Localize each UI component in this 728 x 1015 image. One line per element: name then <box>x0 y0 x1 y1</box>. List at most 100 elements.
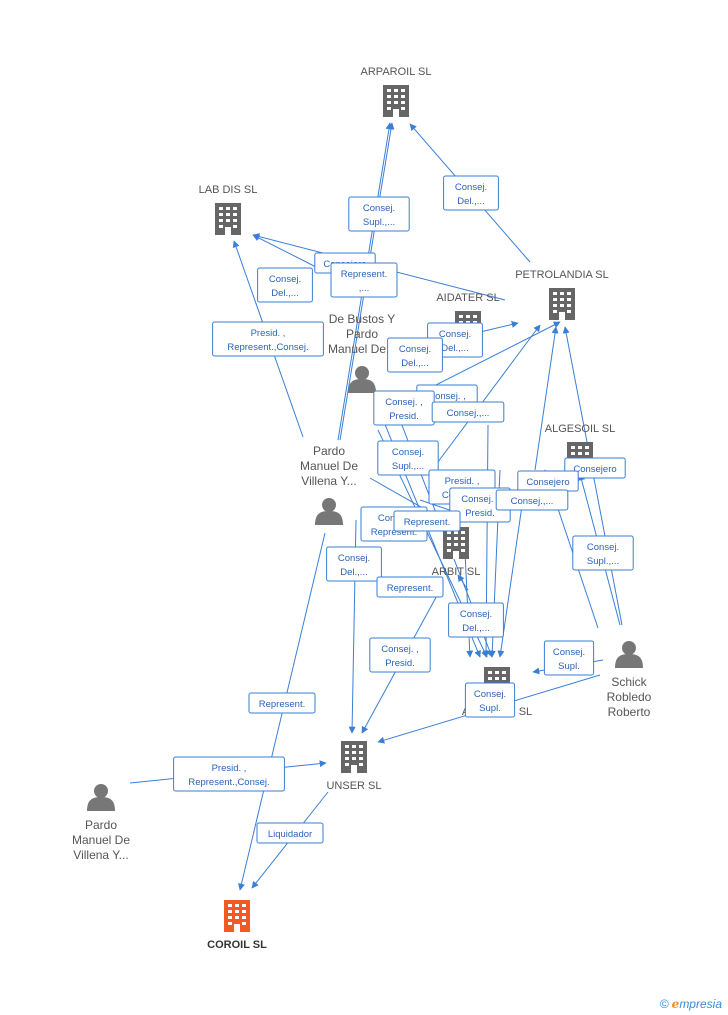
node-label: Schick <box>611 675 647 689</box>
node-arparoil[interactable]: ARPAROIL SL <box>361 66 432 117</box>
node-label: PETROLANDIA SL <box>515 269 609 281</box>
relationship-label[interactable]: Consej.Supl. <box>543 640 595 676</box>
relationship-text: Represent. <box>371 527 417 538</box>
label-box <box>256 822 324 844</box>
relationship-label[interactable]: Consej. Supl.,... <box>572 535 634 571</box>
relationship-label[interactable]: Consej.Supl.,... <box>348 196 410 232</box>
node-aidater[interactable]: AIDATER SL <box>436 292 500 343</box>
relationship-edge <box>431 324 541 471</box>
label-box <box>464 682 516 718</box>
relationship-text: Consej. <box>392 447 424 458</box>
label-box <box>173 756 285 792</box>
node-arbit[interactable]: ARBIT SL <box>432 527 481 578</box>
relationship-text: Consej. <box>460 609 492 620</box>
node-label: COROIL SL <box>207 939 267 951</box>
node-label: Villena Y... <box>301 474 356 488</box>
relationship-text: Represent. <box>259 699 305 710</box>
node-unser[interactable]: UNSER SL <box>326 741 382 792</box>
footer-brand[interactable]: ©empresia <box>660 997 722 1011</box>
relationship-label[interactable]: Consej. Del.,... <box>257 267 313 303</box>
label-box <box>543 640 595 676</box>
relationship-text: Consej. <box>553 647 585 658</box>
node-label: LAB DIS SL <box>199 184 258 196</box>
relationship-label[interactable]: Consej. Supl.,... <box>377 440 439 476</box>
node-label: De Bustos Y <box>329 312 395 326</box>
relationship-text: Consej. <box>455 182 487 193</box>
relationship-label[interactable]: Represent. <box>248 692 316 714</box>
relationship-text: Presid. , <box>212 763 247 774</box>
building-icon <box>341 741 367 773</box>
relationship-label[interactable]: Consejero <box>517 470 579 492</box>
relationship-text: Represent.,Consej. <box>227 342 308 353</box>
relationship-text: Liquidador <box>268 829 312 840</box>
relationship-text: Consej. , <box>428 391 466 402</box>
relationship-label[interactable]: Consej.,... <box>495 489 569 511</box>
label-box <box>572 535 634 571</box>
relationship-text: Represent. <box>341 269 387 280</box>
relationship-text: Consejero <box>573 464 616 475</box>
node-label: Pardo <box>313 444 345 458</box>
relationship-text: Consej. , <box>385 397 423 408</box>
relationship-edge <box>457 574 469 591</box>
relationship-label[interactable]: Consej. ,Presid. <box>449 487 511 523</box>
relationship-text: Del.,... <box>340 567 367 578</box>
relationship-label[interactable]: Liquidador <box>256 822 324 844</box>
label-box <box>393 510 461 532</box>
relationship-text: Consej. <box>474 689 506 700</box>
relationship-text: Consej. <box>338 553 370 564</box>
relationship-text: Del.,... <box>457 196 484 207</box>
relationship-label[interactable]: Consej. Del.,... <box>448 602 504 638</box>
relationship-label[interactable]: Presid. ,Represent.,Consej. <box>173 756 285 792</box>
building-icon <box>215 203 241 235</box>
relationship-label[interactable]: Consej.Del.,... <box>387 337 443 373</box>
relationship-text: Presid. , <box>445 476 480 487</box>
relationship-label[interactable]: Consej. Del.,... <box>443 175 499 211</box>
person-icon <box>348 366 376 393</box>
label-box <box>377 440 439 476</box>
relationship-text: Presid. <box>385 658 415 669</box>
relationship-text: Consej. <box>587 542 619 553</box>
relationship-label[interactable]: Presid. ,Represent.,Consej. <box>212 321 324 357</box>
relationship-edge <box>497 484 526 658</box>
node-label: AIDATER SL <box>436 292 499 304</box>
node-coroil[interactable]: COROIL SL <box>207 900 267 951</box>
relationship-label[interactable]: Consejero <box>564 457 626 479</box>
relationship-text: Del.,... <box>271 288 298 299</box>
relationship-label[interactable]: Represent. <box>393 510 461 532</box>
relationship-text: Supl.,... <box>363 217 395 228</box>
relationship-label[interactable]: Consej.Supl. <box>464 682 516 718</box>
node-labdis[interactable]: LAB DIS SL <box>199 184 258 235</box>
relationship-text: Consej.,... <box>511 496 554 507</box>
relationship-label[interactable]: Consej.,... <box>431 401 505 423</box>
label-box <box>330 262 398 298</box>
node-algesoil[interactable]: ALGESOIL SL <box>545 423 616 474</box>
relationship-text: Consej. <box>269 274 301 285</box>
node-label: UNSER SL <box>326 780 381 792</box>
relationship-text: Del.,... <box>462 623 489 634</box>
relationship-label[interactable]: Consej. , Presid. <box>369 637 431 673</box>
relationship-text: Consej.,... <box>447 408 490 419</box>
relationship-label[interactable]: Represent.,... <box>330 262 398 298</box>
label-box <box>443 175 499 211</box>
relationship-text: Supl.,... <box>392 461 424 472</box>
relationship-label[interactable]: Consej. ,Presid. <box>373 390 435 426</box>
node-petrolandia[interactable]: PETROLANDIA SL <box>515 269 609 320</box>
relationship-label[interactable]: Represent. <box>376 576 444 598</box>
node-label: ALGESOIL SL <box>545 423 616 435</box>
relationship-text: ,... <box>359 283 370 294</box>
label-box <box>248 692 316 714</box>
relationship-text: Consej. , <box>381 644 419 655</box>
label-box <box>212 321 324 357</box>
relationship-text: Supl.,... <box>587 556 619 567</box>
building-icon <box>224 900 250 932</box>
person-icon <box>615 641 643 668</box>
relationship-label[interactable]: Consej. Del.,... <box>326 546 382 582</box>
label-box <box>369 637 431 673</box>
relationship-text: Consej. , <box>461 494 499 505</box>
label-box <box>448 602 504 638</box>
